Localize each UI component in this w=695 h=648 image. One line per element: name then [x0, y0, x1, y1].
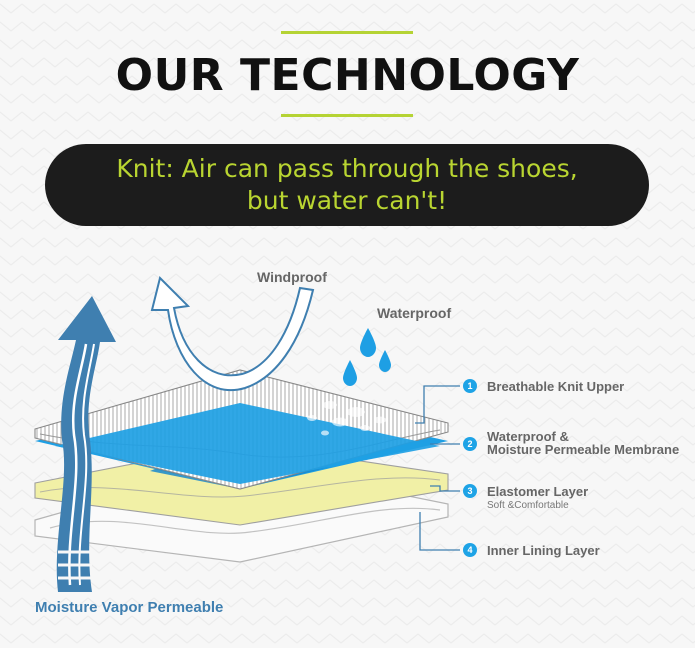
title-rule-top: [281, 31, 413, 34]
tagline-line-2: but water can't!: [246, 186, 448, 215]
tagline-banner: Knit: Air can pass through the shoes, bu…: [45, 144, 649, 226]
surface-droplets: [307, 401, 386, 436]
tagline-text: Knit: Air can pass through the shoes, bu…: [45, 153, 649, 217]
vapor-arrow-icon: [56, 296, 116, 592]
windproof-label: Windproof: [257, 269, 327, 285]
water-drops-icon: [343, 328, 391, 386]
layer-3-sublabel: Soft &Comfortable: [487, 500, 569, 511]
leader-lines: [415, 385, 460, 551]
waterproof-label: Waterproof: [377, 305, 452, 321]
vapor-label: Moisture Vapor Permeable: [35, 599, 224, 616]
layer-4-badge: 4: [463, 543, 477, 557]
title-rule-bottom: [281, 114, 413, 117]
layer-4-label: Inner Lining Layer: [487, 543, 600, 558]
tagline-line-1: Knit: Air can pass through the shoes,: [116, 154, 578, 183]
layer-2-label: Waterproof &: [487, 429, 569, 444]
membrane-surface: [55, 403, 440, 484]
page-title: OUR TECHNOLOGY: [115, 50, 580, 101]
layer-1-badge: 1: [463, 379, 477, 393]
layer-3-label: Elastomer Layer: [487, 484, 589, 499]
layer-2-badge: 2: [463, 437, 477, 451]
layer-1-label: Breathable Knit Upper: [487, 379, 625, 394]
layer-2-label-line-2: Moisture Permeable Membrane: [487, 442, 680, 457]
layer-diagram: [34, 276, 460, 592]
layer-3-badge: 3: [463, 484, 477, 498]
windproof-arrow-icon: [150, 276, 315, 391]
